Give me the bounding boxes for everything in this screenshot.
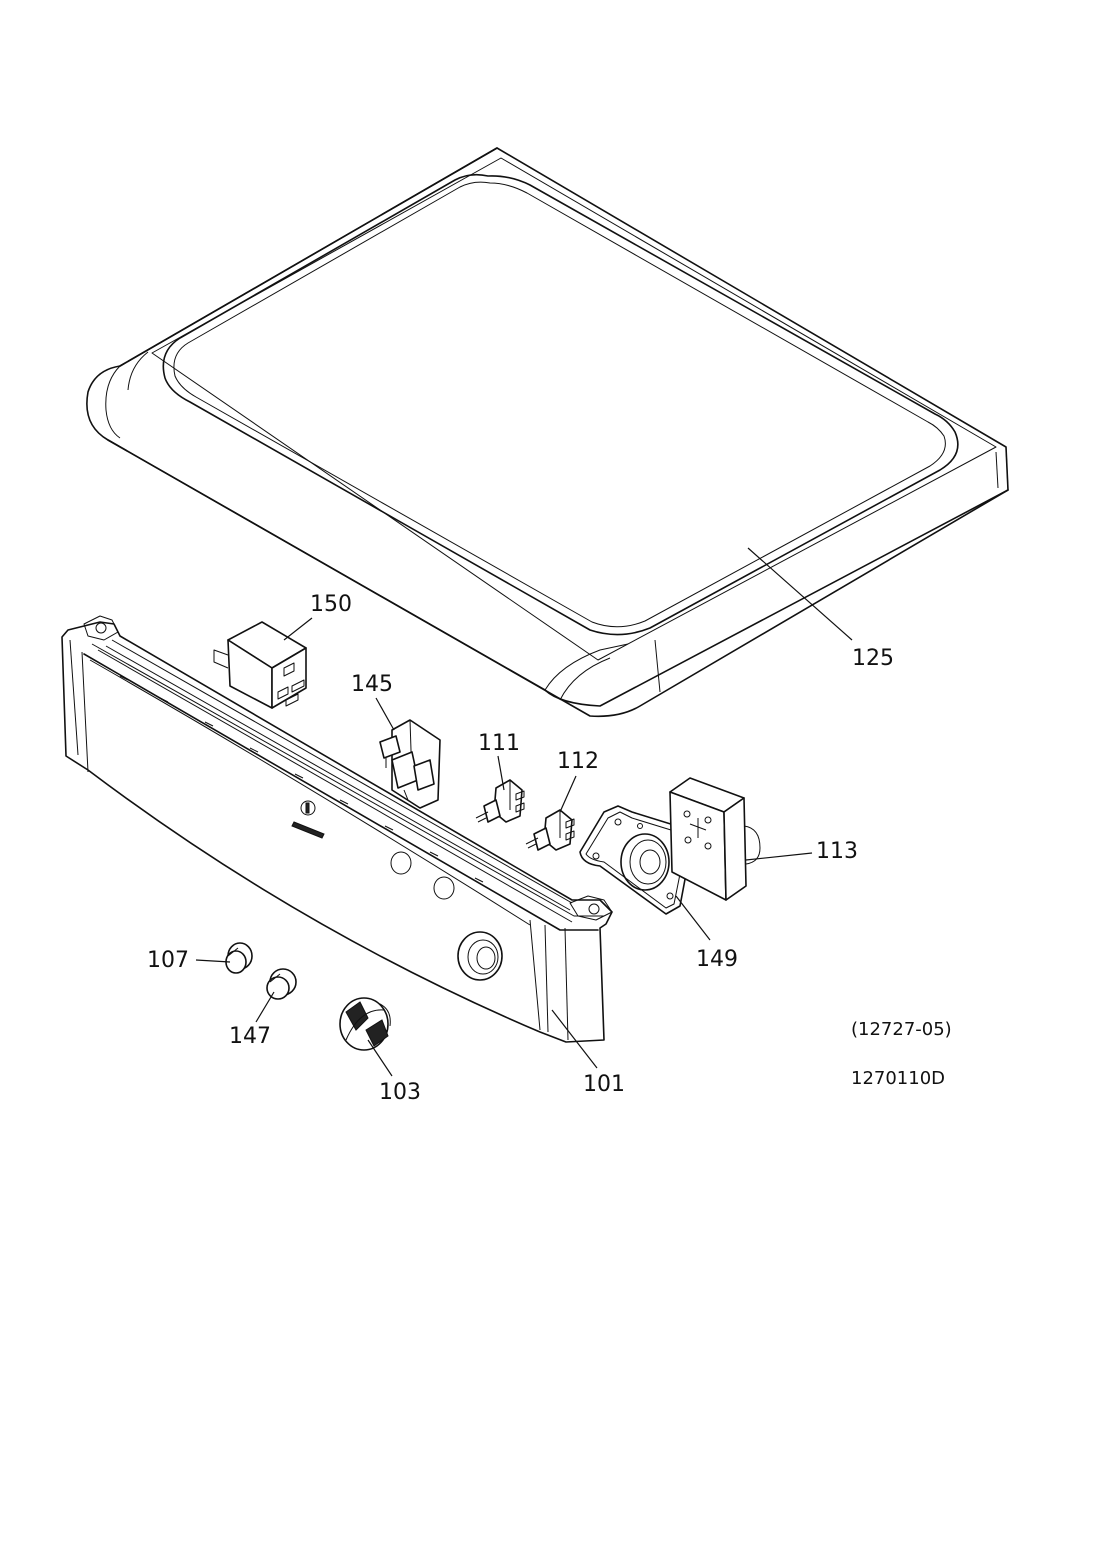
control-panel-part (61, 615, 613, 1043)
button-107-part (225, 942, 253, 974)
knob-103-part (339, 997, 391, 1051)
part-label-125: 125 (852, 646, 894, 671)
part-label-149: 149 (696, 947, 738, 972)
switch-111-part (475, 779, 525, 823)
part-label-150: 150 (310, 592, 352, 617)
drawing-number: 1270110D (851, 1068, 946, 1089)
part-label-147: 147 (229, 1024, 271, 1049)
part-label-111: 111 (478, 731, 520, 756)
part-label-113: 113 (816, 839, 858, 864)
reference-code: (12727-05) (851, 1019, 952, 1040)
part-label-112: 112 (557, 749, 599, 774)
part-label-103: 103 (379, 1080, 421, 1105)
top-cover-part (86, 147, 1009, 718)
circuit-board-part (379, 719, 441, 809)
switch-112-part (525, 809, 575, 851)
button-147-part (266, 968, 297, 1000)
part-label-101: 101 (583, 1072, 625, 1097)
leader-lines (195, 547, 853, 1077)
part-label-145: 145 (351, 672, 393, 697)
part-label-107: 107 (147, 948, 189, 973)
relay-block-part (213, 621, 307, 709)
programmer-box-part (669, 777, 761, 901)
